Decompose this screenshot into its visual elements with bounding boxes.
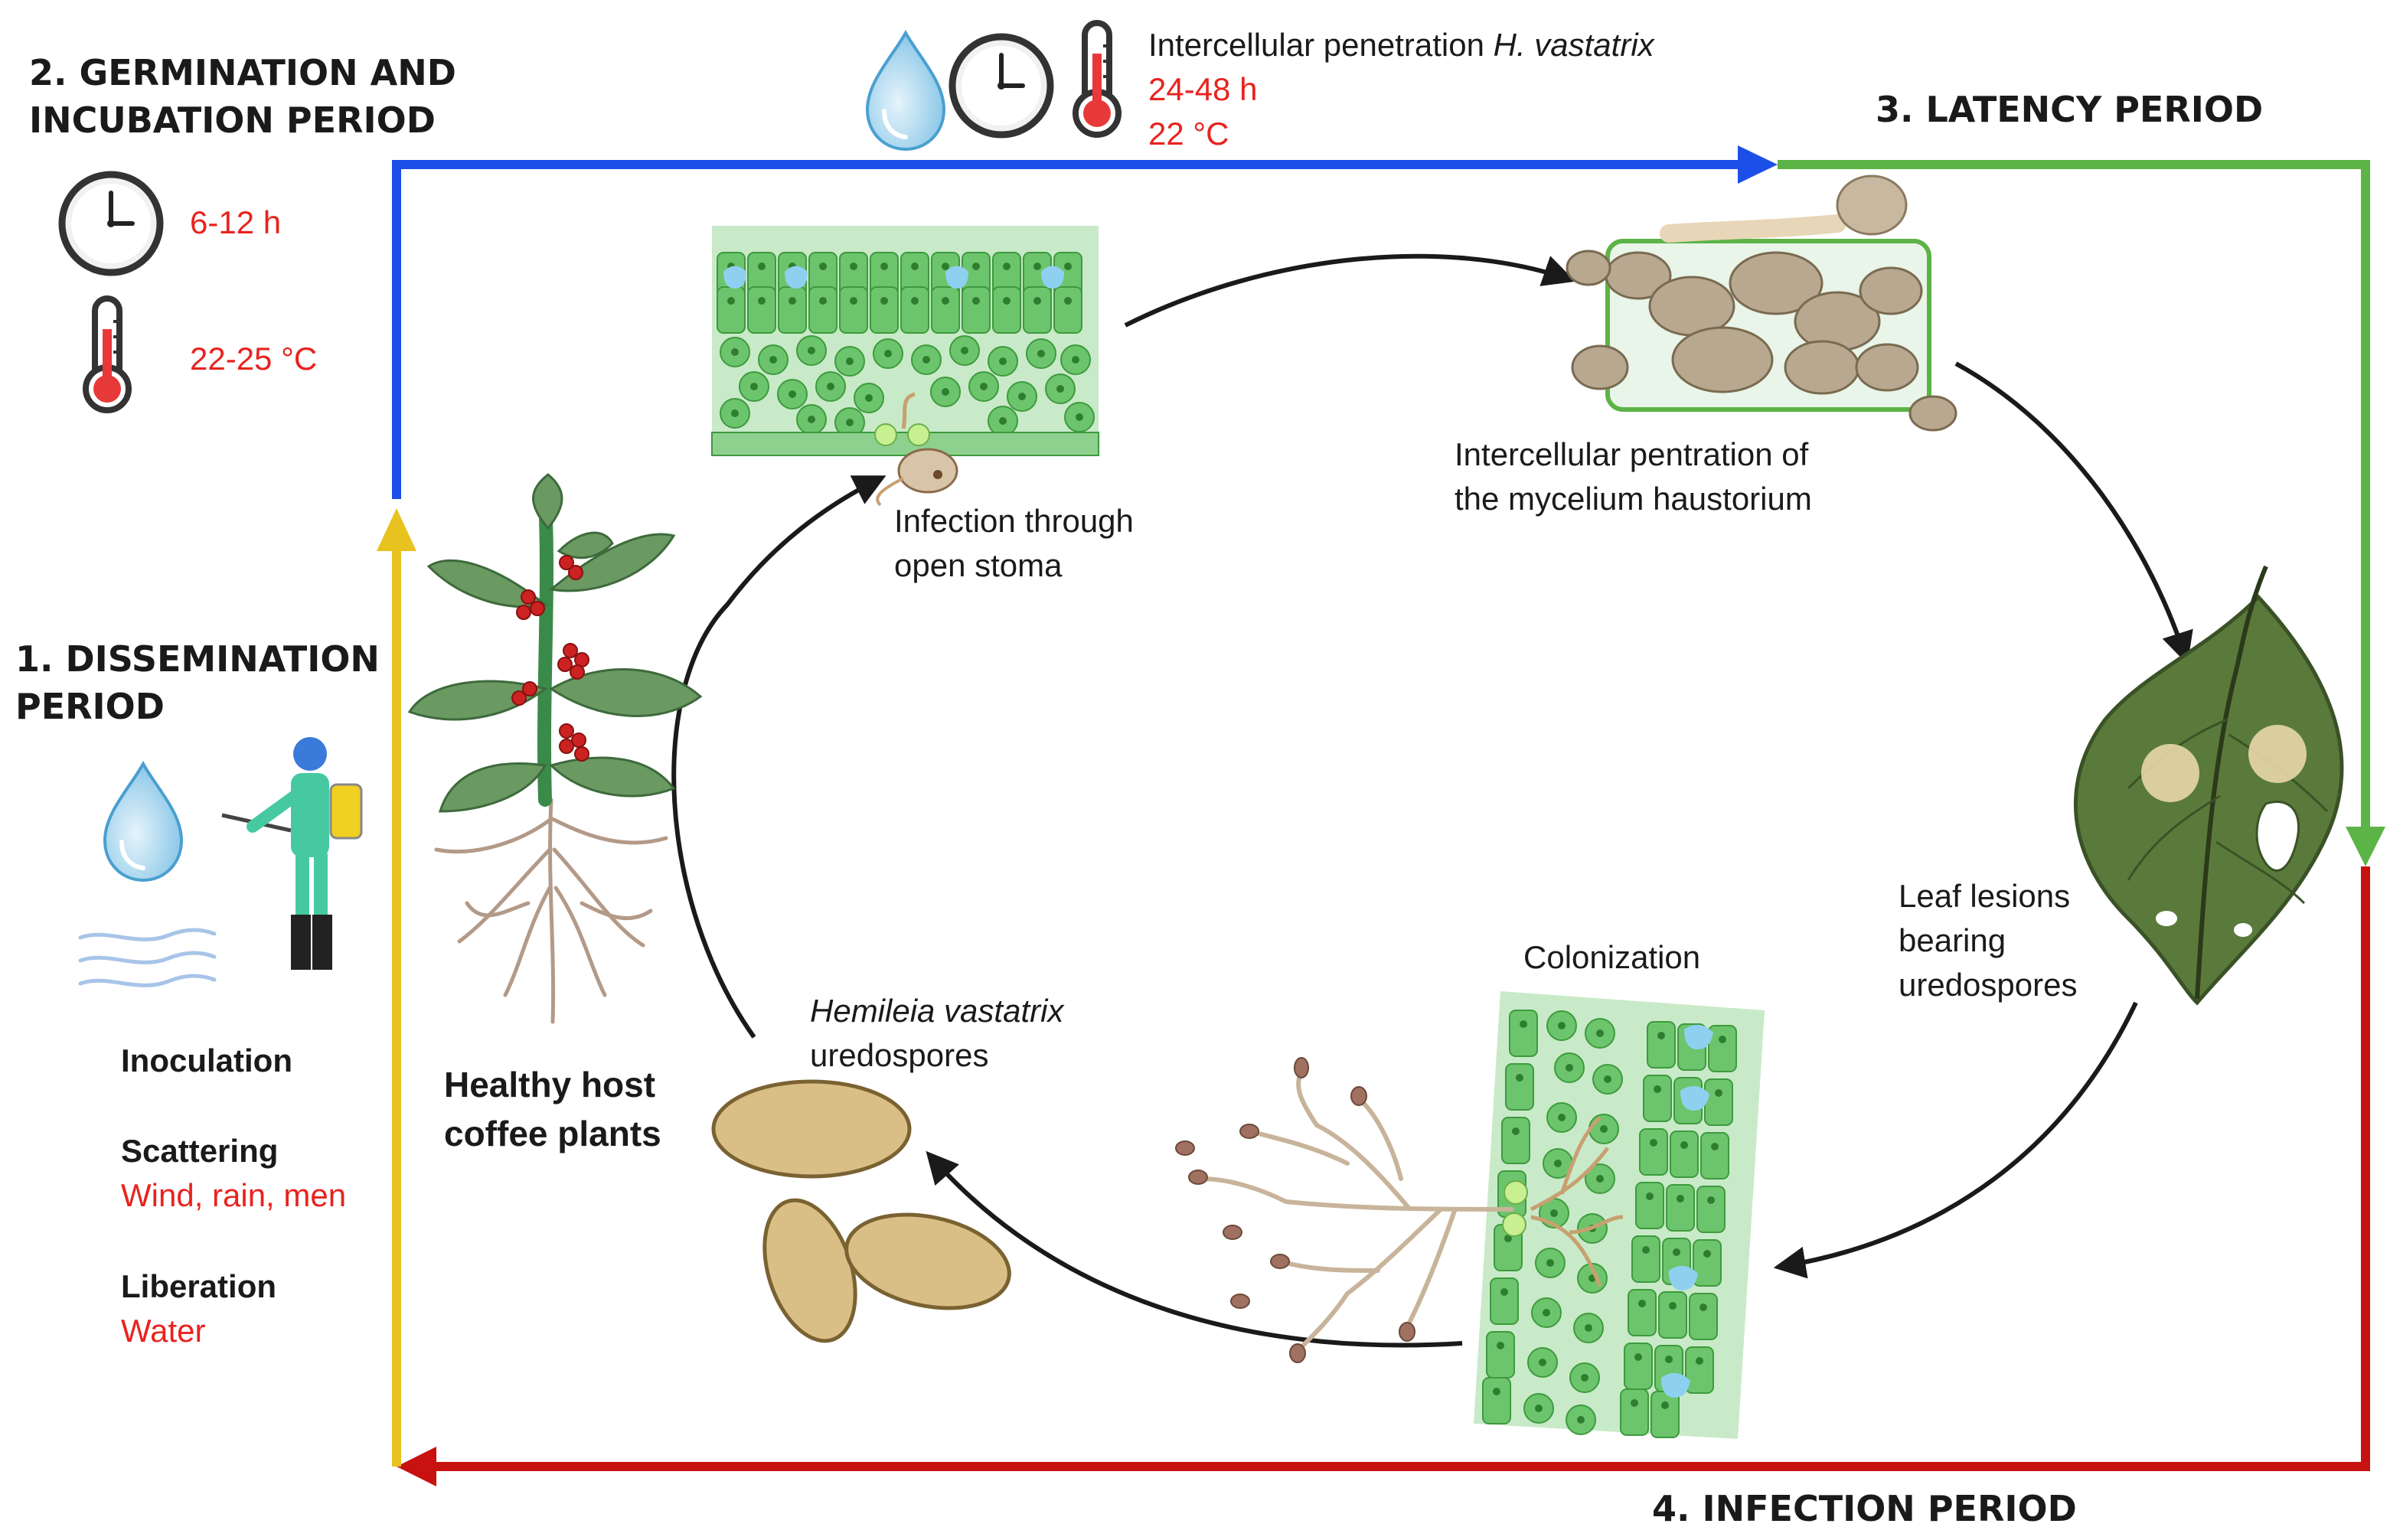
dissemination-period-title: 1. DISSEMINATION PERIOD xyxy=(15,635,380,730)
leaf-lesions-label-line3: uredospores xyxy=(1899,967,2078,1003)
cycle-arrow-lesions-to-colonization xyxy=(1773,1001,2138,1279)
cycle-arrow-mycelium-to-lesions xyxy=(1954,361,2193,664)
germination-temperature: 22-25 °C xyxy=(190,341,318,377)
liberation-agent: Water xyxy=(121,1313,206,1349)
penetration-time: 24-48 h xyxy=(1148,71,1258,107)
sporulating-hyphae-illustration xyxy=(1175,1057,1514,1363)
clock-icon xyxy=(952,37,1050,135)
cycle-arrows xyxy=(671,253,2193,1348)
germination-period-title-line2: INCUBATION PERIOD xyxy=(29,100,436,141)
healthy-host-label-line1: Healthy host xyxy=(444,1065,656,1104)
leaf-section-stoma-illustration xyxy=(711,226,1099,507)
dissemination-period-title-line1: 1. DISSEMINATION xyxy=(15,638,380,680)
dissemination-period-title-line2: PERIOD xyxy=(15,686,165,727)
mycelium-penetration-label: Intercellular pentration of the mycelium… xyxy=(1455,432,1812,521)
water-drop-icon xyxy=(867,33,944,149)
scattering-label: Scattering xyxy=(121,1133,279,1169)
wind-icon xyxy=(78,928,217,987)
healthy-host-label-line2: coffee plants xyxy=(444,1114,661,1153)
cycle-arrow-stoma-to-mycelium xyxy=(1124,253,1575,328)
leaf-lesions-label-line2: bearing xyxy=(1899,922,2006,958)
thermometer-icon xyxy=(86,299,129,410)
mycelium-haustorium-illustration xyxy=(1566,175,1957,432)
diseased-leaf-illustration xyxy=(2073,565,2344,1006)
healthy-host-label: Healthy host coffee plants xyxy=(444,1060,661,1158)
scattering-agents: Wind, rain, men xyxy=(121,1177,347,1213)
uredospores-illustration xyxy=(711,1079,1011,1343)
latency-period-title: 3. LATENCY PERIOD xyxy=(1876,89,2264,130)
penetration-title-prefix: Intercellular penetration xyxy=(1148,27,1494,63)
germination-arrow xyxy=(392,160,1745,499)
penetration-temperature: 22 °C xyxy=(1148,116,1229,152)
germination-period-title: 2. GERMINATION AND INCUBATION PERIOD xyxy=(29,49,456,144)
water-drop-icon xyxy=(105,764,181,880)
mycelium-penetration-label-line2: the mycelium haustorium xyxy=(1455,481,1812,517)
penetration-title-species: H. vastatrix xyxy=(1493,27,1654,63)
leaf-lesions-label-line1: Leaf lesions xyxy=(1899,878,2071,914)
infection-arrow xyxy=(429,866,2370,1471)
leaf-lesions-label: Leaf lesions bearing uredospores xyxy=(1899,874,2077,1007)
uredospores-species: Hemileia vastatrix xyxy=(810,993,1064,1029)
infection-period-title: 4. INFECTION PERIOD xyxy=(1652,1488,2077,1529)
latency-arrow xyxy=(1778,160,2370,834)
thermometer-icon xyxy=(1076,23,1118,135)
period-arrows xyxy=(377,145,2385,1486)
colonization-illustration xyxy=(1474,991,1765,1439)
liberation-label: Liberation xyxy=(121,1268,277,1304)
dissemination-arrowhead xyxy=(377,508,416,551)
germination-arrowhead xyxy=(1738,145,1778,184)
penetration-title: Intercellular penetration H. vastatrix xyxy=(1148,23,1654,67)
coffee-plant-illustration xyxy=(407,473,703,1024)
sprayer-worker-icon xyxy=(221,737,363,970)
colonization-label: Colonization xyxy=(1523,939,1701,975)
germination-time: 6-12 h xyxy=(190,204,282,240)
inoculation-label: Inoculation xyxy=(121,1042,292,1078)
germination-period-title-line1: 2. GERMINATION AND xyxy=(29,52,456,93)
stoma-infection-label-line1: Infection through xyxy=(894,503,1134,539)
infection-arrowhead xyxy=(397,1447,436,1486)
mycelium-penetration-label-line1: Intercellular pentration of xyxy=(1455,436,1809,472)
latency-arrowhead xyxy=(2346,827,2385,866)
stoma-infection-label: Infection through open stoma xyxy=(894,499,1134,588)
stoma-infection-label-line2: open stoma xyxy=(894,547,1063,583)
clock-icon xyxy=(62,175,160,272)
uredospores-label-text: uredospores xyxy=(810,1037,989,1073)
cycle-arrow-colonization-to-spores xyxy=(926,1150,1463,1348)
cycle-arrow-spores-to-stoma xyxy=(671,475,886,1039)
uredospores-label: Hemileia vastatrix uredospores xyxy=(810,989,1063,1078)
